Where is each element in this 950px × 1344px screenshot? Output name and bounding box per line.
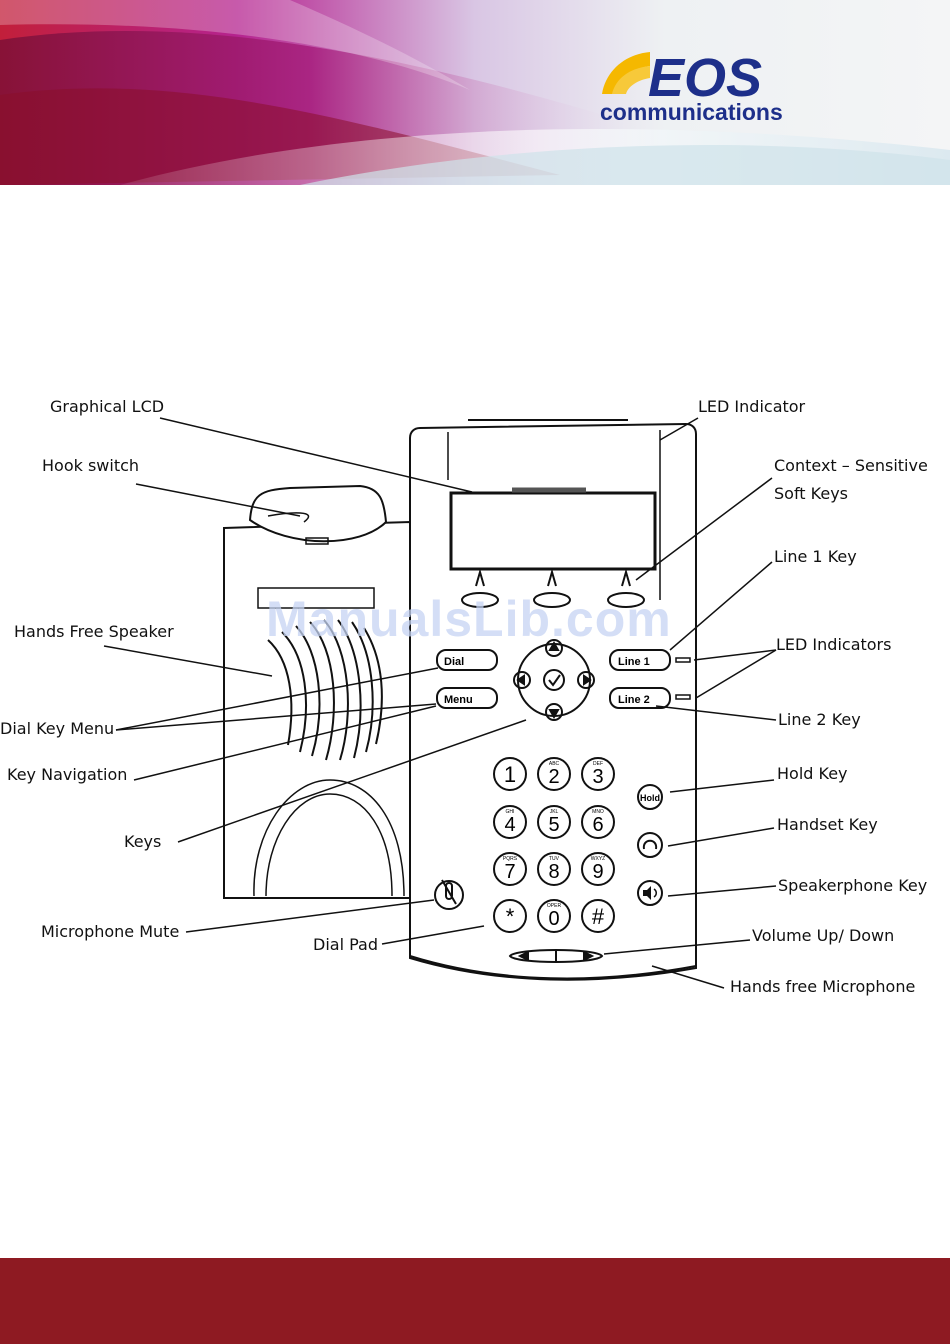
dial-key-digit: 4 — [504, 814, 515, 836]
label-led-indicator: LED Indicator — [698, 397, 806, 416]
svg-text:Menu: Menu — [444, 694, 473, 706]
label-soft-keys: Soft Keys — [774, 484, 848, 503]
label-led-indicators: LED Indicators — [776, 635, 892, 654]
svg-text:Line 1: Line 1 — [618, 656, 650, 668]
dial-key-letters: TUV — [549, 856, 560, 862]
led-line2 — [675, 694, 691, 700]
dial-key-letters: MNO — [592, 809, 604, 815]
dial-key-letters: JKL — [550, 809, 559, 815]
speaker-grille — [267, 619, 383, 761]
mute-button[interactable] — [434, 879, 464, 910]
label-dial-key-menu: Dial Key Menu — [0, 719, 115, 738]
dial-button[interactable]: Dial — [436, 649, 498, 671]
header-swoosh-graphic — [0, 0, 950, 185]
label-line1-key: Line 1 Key — [774, 547, 857, 566]
hold-button[interactable]: Hold — [637, 784, 663, 810]
speakerphone-button[interactable] — [637, 880, 663, 906]
label-handset-key: Handset Key — [777, 815, 878, 834]
callout-leaders — [103, 417, 777, 989]
dial-key-letters: ABC — [549, 761, 560, 767]
dial-key-digit: 1 — [504, 762, 516, 787]
dial-key-digit: 8 — [548, 861, 559, 883]
svg-text:Hold: Hold — [640, 793, 660, 803]
logo-sun-icon — [602, 52, 650, 94]
dial-key-digit: 3 — [592, 766, 603, 788]
headset-icon — [642, 839, 658, 850]
dial-key-letters: WXYZ — [591, 856, 605, 862]
dial-key-letters: DEF — [593, 761, 603, 767]
dial-key-letters: OPER — [547, 903, 562, 909]
dial-key-1[interactable]: 1 — [493, 757, 527, 791]
speaker-icon — [643, 886, 651, 900]
line2-button[interactable]: Line 2 — [609, 687, 671, 709]
dial-key-digit: 5 — [548, 814, 559, 836]
label-speakerphone-key: Speakerphone Key — [778, 876, 928, 895]
dial-key-digit: 2 — [548, 766, 559, 788]
graphical-lcd — [449, 491, 657, 571]
eos-logo: EOS communications — [600, 48, 783, 125]
label-key-navigation: Key Navigation — [7, 765, 128, 784]
dial-key-digit: 9 — [592, 861, 603, 883]
dial-key-digit: 6 — [592, 814, 603, 836]
watermark: ManualsLib.com — [266, 591, 672, 647]
handset-label-slot — [257, 587, 375, 609]
label-hands-free-microphone: Hands free Microphone — [730, 977, 916, 996]
led-line1 — [675, 657, 691, 663]
microphone-mute-icon — [441, 879, 457, 905]
header-banner: EOS communications — [0, 0, 950, 185]
logo-tagline: communications — [600, 99, 783, 125]
label-hold-key: Hold Key — [777, 764, 848, 783]
dial-key-digit: 0 — [548, 908, 559, 930]
label-keys: Keys — [124, 832, 162, 851]
dial-key-letters: GHI — [506, 809, 515, 815]
dial-key-digit: * — [506, 904, 515, 929]
dial-key-star[interactable]: * — [493, 899, 527, 933]
menu-button[interactable]: Menu — [436, 687, 498, 709]
logo-wordmark: EOS — [648, 48, 762, 108]
label-graphical-lcd: Graphical LCD — [50, 397, 165, 416]
volume-rocker — [508, 949, 604, 963]
footer-bar — [0, 1258, 950, 1344]
label-dial-pad: Dial Pad — [313, 935, 378, 954]
dial-key-digit: 7 — [504, 861, 515, 883]
label-line2-key: Line 2 Key — [778, 710, 861, 729]
dial-key-letters: PQRS — [503, 856, 518, 862]
handset-button[interactable] — [637, 832, 663, 858]
label-microphone-mute: Microphone Mute — [41, 922, 180, 941]
hook-switch-cradle — [248, 484, 388, 543]
label-volume-up-down: Volume Up/ Down — [752, 926, 895, 945]
label-hook-switch: Hook switch — [42, 456, 140, 475]
line1-button[interactable]: Line 1 — [609, 649, 671, 671]
soft-keys — [461, 568, 645, 608]
label-context-sensitive: Context – Sensitive — [774, 456, 928, 475]
label-hands-free-speaker: Hands Free Speaker — [14, 622, 174, 641]
dial-key-hash[interactable]: # — [581, 899, 615, 933]
svg-text:Line 2: Line 2 — [618, 694, 650, 706]
svg-text:Dial: Dial — [444, 656, 464, 668]
navigation-cluster — [513, 639, 595, 721]
dial-key-digit: # — [592, 904, 605, 929]
